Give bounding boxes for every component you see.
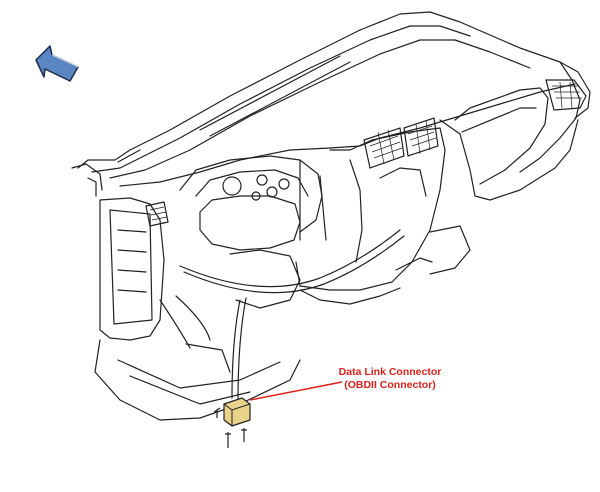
callout-line-1: Data Link Connector <box>338 366 442 378</box>
air-vents <box>145 79 587 227</box>
vent-left <box>145 201 169 227</box>
instrument-panel-outline <box>71 11 591 421</box>
callout-line-2: (OBDII Connector) <box>344 379 436 391</box>
callout-leader-line <box>249 381 343 401</box>
callout-label: Data Link Connector (OBDII Connector) <box>330 366 450 392</box>
mounting-screws <box>213 407 247 448</box>
obdii-connector <box>223 397 251 427</box>
front-arrow-icon <box>35 45 79 82</box>
vent-center-right <box>403 117 439 157</box>
vent-right <box>545 79 587 111</box>
vent-center-left <box>363 127 405 169</box>
